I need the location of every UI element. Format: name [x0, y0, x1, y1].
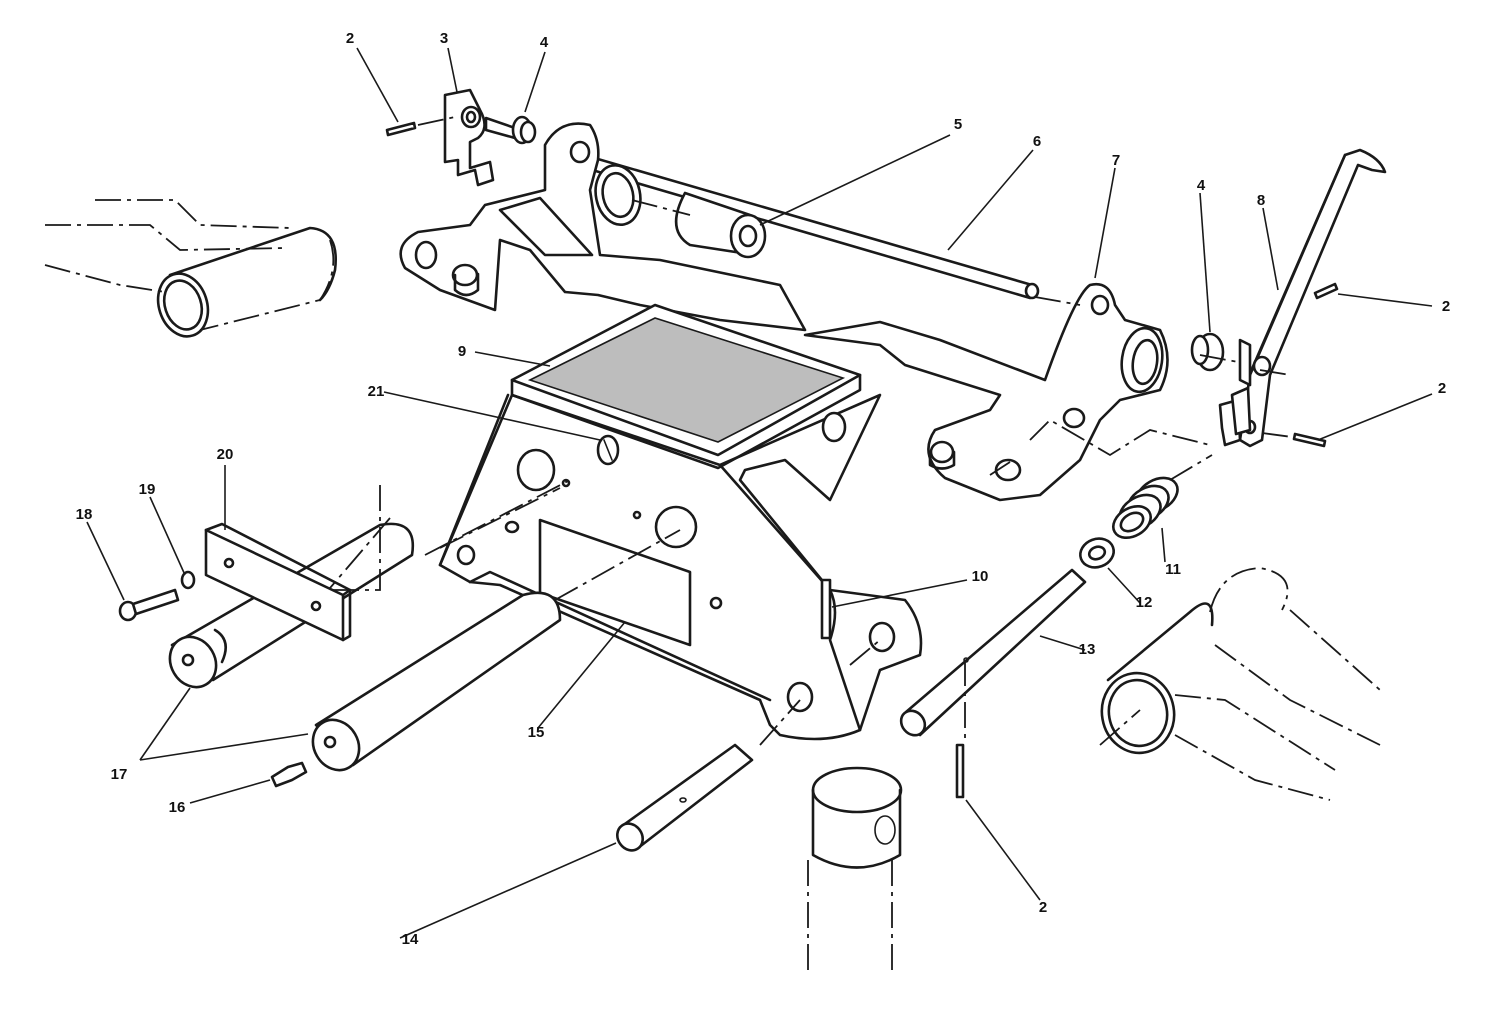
callout-18: 18	[76, 506, 93, 523]
spring-rod	[899, 568, 1087, 737]
compression-spring	[1112, 476, 1179, 540]
callout-9: 9	[458, 343, 466, 360]
callout-2-top: 2	[346, 30, 354, 47]
callout-20: 20	[217, 446, 234, 463]
bracket-top	[385, 88, 517, 187]
pedal-housing	[438, 393, 923, 741]
pins-right	[955, 282, 1339, 799]
callout-6: 6	[1033, 133, 1041, 150]
callout-10: 10	[972, 568, 989, 585]
left-arm	[399, 122, 807, 332]
axle-long	[311, 591, 562, 772]
phantom-frame-right	[1099, 567, 1381, 801]
callout-2-right-lower: 2	[1438, 380, 1446, 397]
callout-19: 19	[139, 481, 156, 498]
bracket-right	[1218, 386, 1252, 447]
roll-pin-10	[820, 578, 832, 640]
washer	[1079, 537, 1115, 569]
callout-8: 8	[1257, 192, 1265, 209]
phantom-frame-left	[44, 199, 338, 338]
callout-2-right-upper: 2	[1442, 298, 1450, 315]
callout-7: 7	[1112, 152, 1120, 169]
callout-17: 17	[111, 766, 128, 783]
lock-washer	[180, 570, 196, 590]
callout-12: 12	[1136, 594, 1153, 611]
callout-11: 11	[1165, 561, 1181, 578]
callout-5: 5	[954, 116, 962, 133]
retainer-plate	[204, 522, 352, 642]
brake-lever	[1238, 148, 1387, 448]
center-lines	[329, 116, 1293, 746]
phantom-caster-post	[807, 766, 903, 975]
callout-3: 3	[440, 30, 448, 47]
callout-leaders	[86, 47, 1433, 939]
callout-labels: 2 3 4 5 6 7 4 8 2 2 9 21 20 19 18 10 11 …	[76, 30, 1451, 948]
callout-14: 14	[402, 931, 419, 948]
pivot-pin-14	[616, 743, 754, 852]
callout-15: 15	[528, 724, 545, 741]
bolt	[118, 588, 180, 622]
bushing-right	[1190, 332, 1225, 372]
callout-4-right: 4	[1197, 177, 1206, 194]
foot-pedal-pad	[510, 303, 862, 470]
callout-21: 21	[368, 383, 385, 400]
callout-2-bottom: 2	[1039, 899, 1047, 916]
grease-fitting	[270, 761, 308, 788]
callout-16: 16	[169, 799, 186, 816]
right-arm	[803, 282, 1169, 502]
callout-13: 13	[1079, 641, 1096, 658]
bushing-top	[511, 115, 537, 145]
roller-bushing-left	[594, 164, 767, 259]
callout-4-top: 4	[540, 34, 549, 51]
